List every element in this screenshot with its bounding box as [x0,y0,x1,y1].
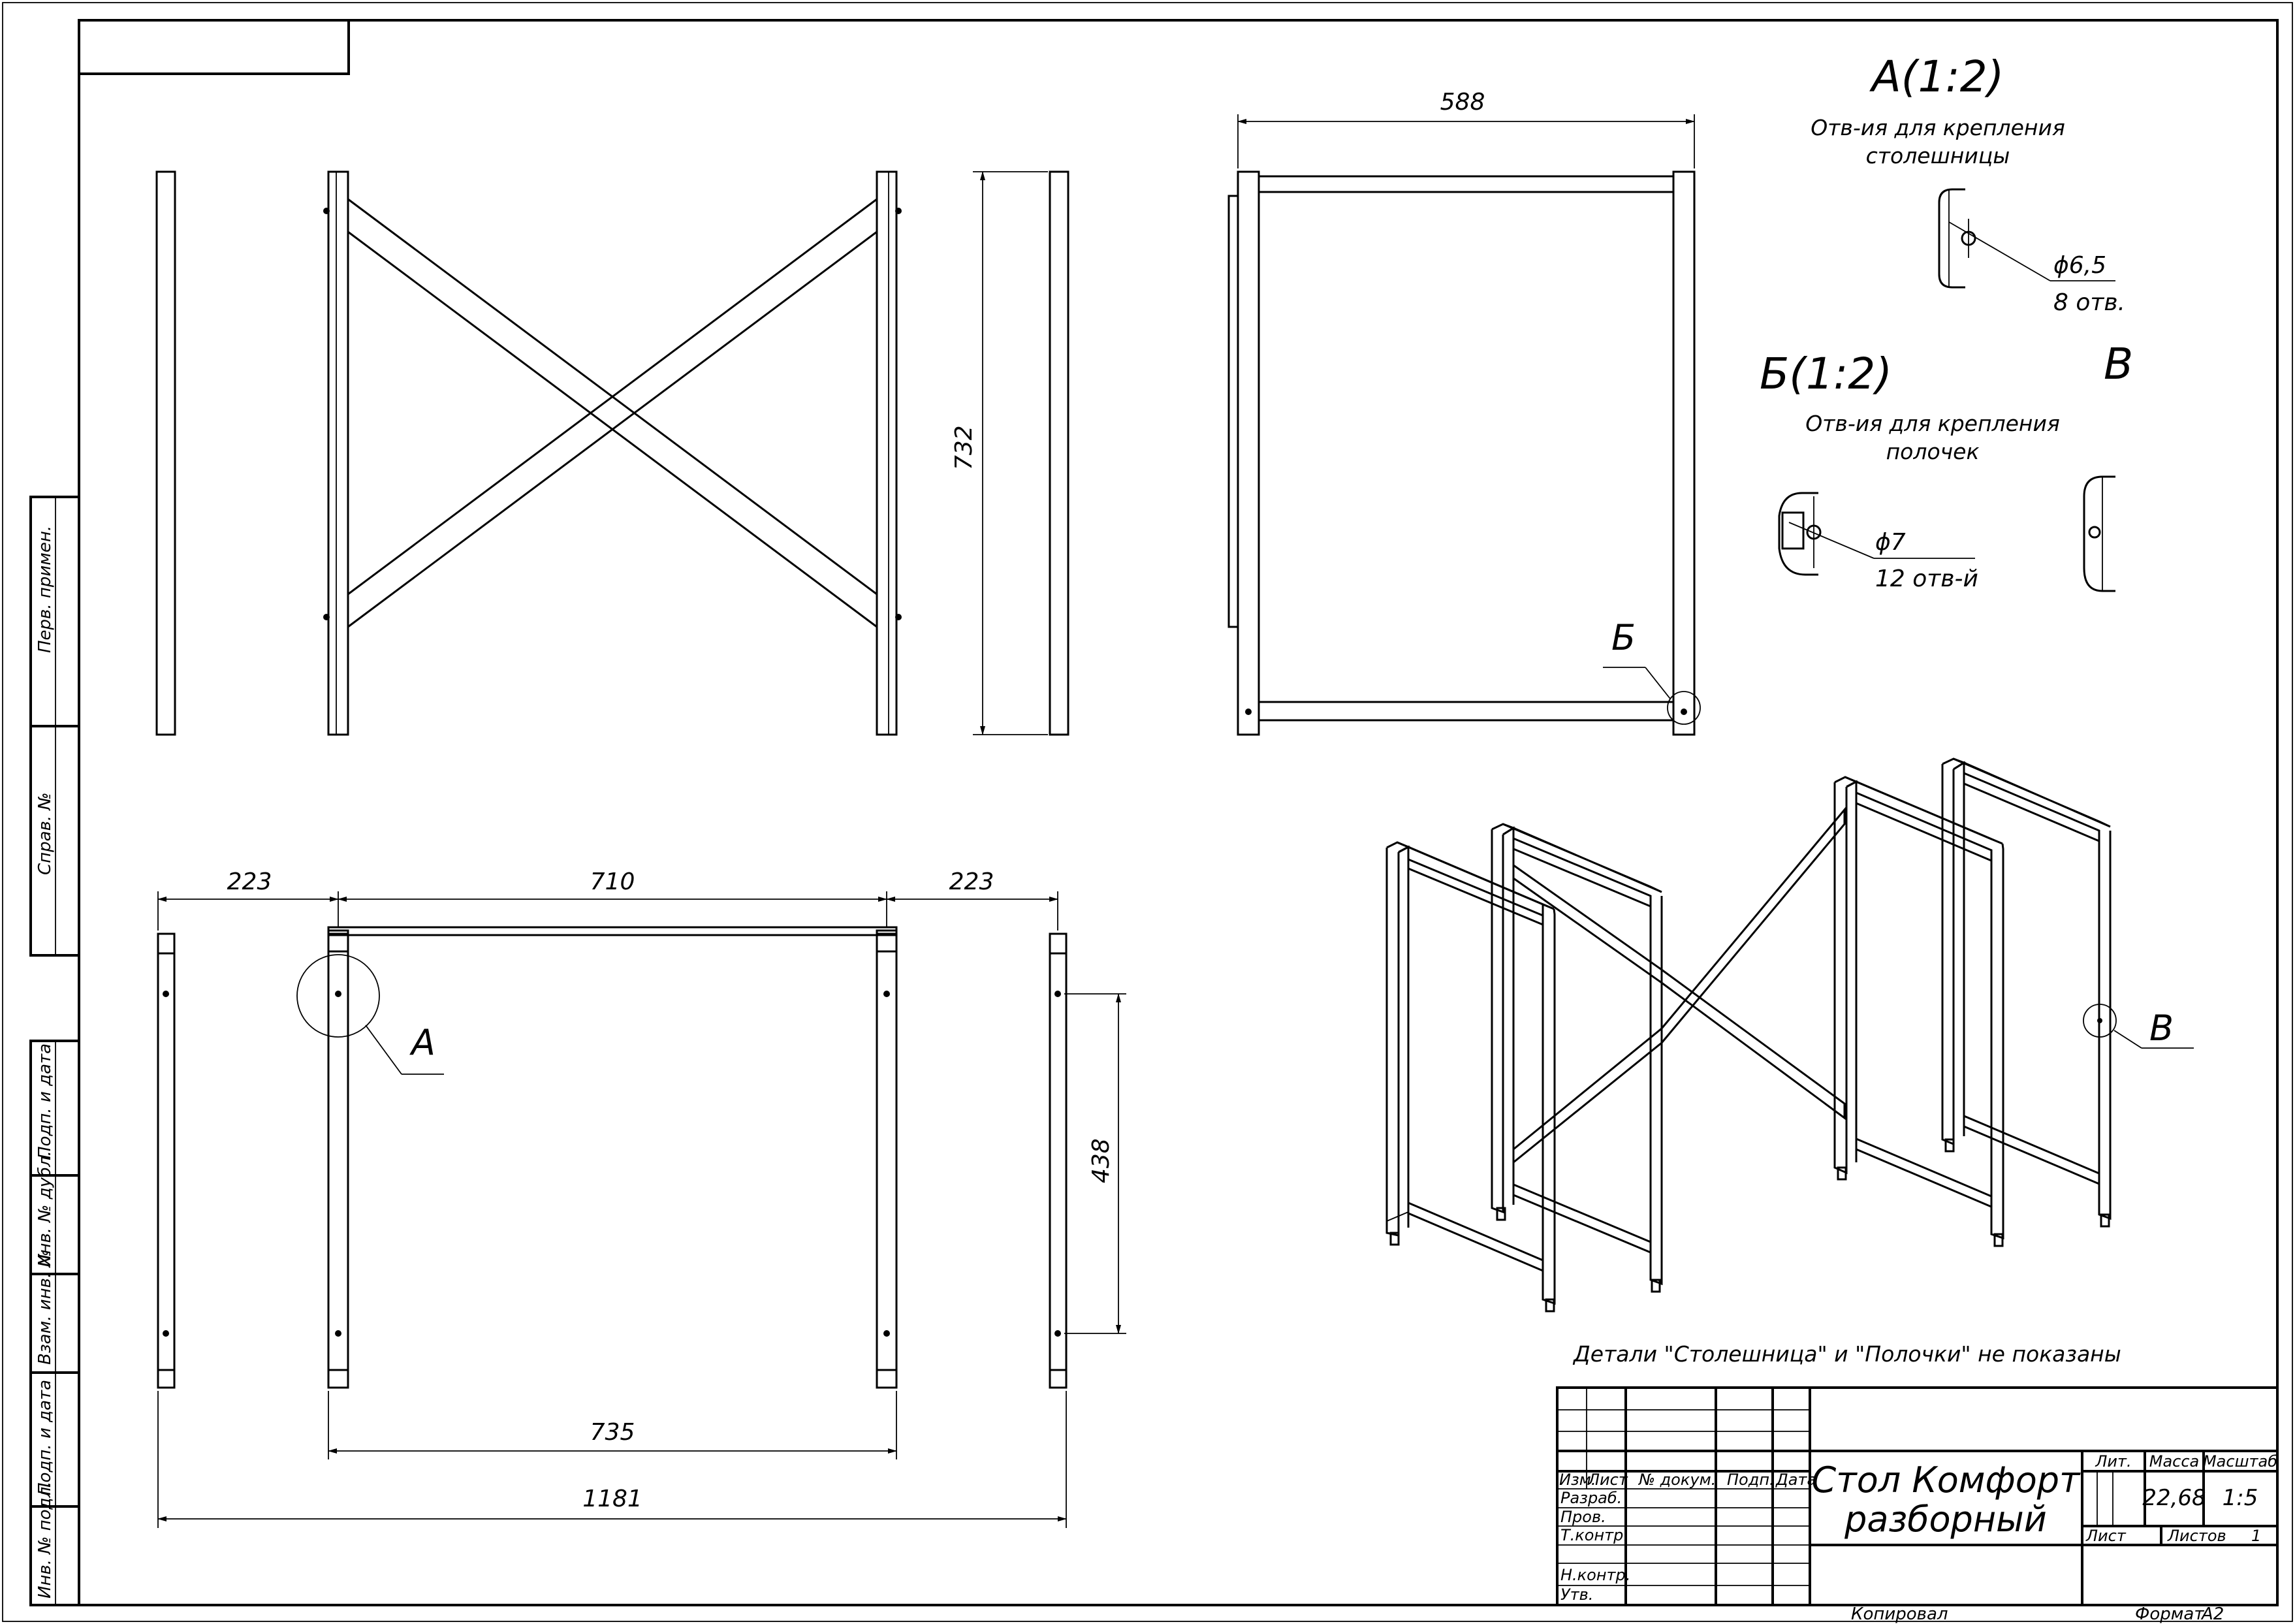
tb-col-izm: Изм. [1559,1471,1596,1489]
dim-leg-span: 735 [328,1391,897,1459]
top-view [157,926,1068,1389]
dim-height-label: 732 [951,425,977,470]
detail-b-caption-2: полочек [1886,439,1980,464]
format-label: Формат [2135,1604,2204,1624]
front-x-brace [347,198,878,628]
top-post-3 [876,932,898,1389]
top-post-1 [157,932,176,1389]
tb-sheet-label: Лист [2085,1527,2127,1545]
side-view [1227,170,1696,736]
dim-overall-label: 1181 [582,1486,642,1512]
callout-b: Б [1603,617,1701,725]
dim-middle-span: 710 [590,868,635,895]
side-bottom-rail [1258,701,1675,722]
tb-col-sign: Подп. [1727,1471,1775,1489]
stamp-inv-podl: Инв. № подл. [35,1482,55,1599]
dim-leg-span-label: 735 [590,1419,635,1446]
detail-a-caption-2: столешницы [1866,143,2010,168]
tb-row-razrab: Разраб. [1560,1489,1622,1507]
dim-overall: 1181 [157,1391,1067,1528]
detail-a-caption-1: Отв-ия для крепления [1811,115,2065,140]
callout-a-label: А [409,1022,435,1063]
tb-lit-label: Лит. [2095,1452,2131,1471]
stamp-inv-dubl: Инв. № дубл. [35,1151,55,1267]
dim-width-label: 588 [1440,89,1485,116]
detail-b-caption-1: Отв-ия для крепления [1805,411,2060,436]
detail-v-hole [2088,526,2101,539]
dim-width-588: 588 [1237,89,1695,168]
top-left-stamp [78,19,350,75]
side-mount-plate [1227,195,1239,628]
copied-label: Копировал [1851,1604,1948,1624]
dim-hole-spacing: 438 [1064,993,1126,1334]
stamp-podp-data-2: Подп. и дата [35,1380,55,1495]
dim-top-row: 223 710 223 [157,868,1058,931]
front-view [155,170,1069,736]
iso-frame-rear-left [1491,823,1663,1293]
detail-a: А(1:2) Отв-ия для крепления столешницы ϕ… [1811,52,2125,316]
tb-col-list: Лист [1587,1471,1628,1489]
isometric-view: В [1385,757,2194,1313]
detail-b-count: 12 отв-й [1875,565,1978,592]
tb-row-tkontr: Т.контр. [1560,1526,1628,1544]
iso-x-brace [1513,806,1846,1164]
tb-sheets-value: 1 [2251,1527,2261,1545]
dim-height-732: 732 [951,171,1048,735]
front-left-post [155,170,176,736]
tb-col-doc: № докум. [1638,1471,1716,1489]
detail-a-title: А(1:2) [1869,52,2004,102]
stamp-perv-primen: Перв. примен. [35,526,55,653]
tb-row-prov: Пров. [1560,1508,1606,1526]
detail-b-title: Б(1:2) [1760,349,1892,399]
detail-b: Б(1:2) Отв-ия для крепления полочек ϕ7 1… [1760,349,2060,592]
side-right-post [1672,170,1696,736]
top-post-2 [327,932,349,1389]
iso-frame-rear-right [1941,757,2112,1228]
dim-left-offset: 223 [227,868,272,895]
detail-a-count: 8 отв. [2053,289,2125,316]
callout-v-iso-label: В [2149,1008,2174,1049]
side-stamp-column [29,496,80,1606]
front-leg-right [876,170,898,736]
stamp-podp-data-1: Подп. и дата [35,1043,55,1159]
detail-b-diameter: ϕ7 [1875,529,1906,556]
front-leg-left [327,170,349,736]
iso-frame-front-right [1833,776,2004,1247]
top-post-4 [1049,932,1068,1389]
iso-frame-front-left [1385,841,1556,1313]
tb-product-name-2: разборный [1844,1499,2047,1540]
side-top-rail [1258,175,1675,193]
stamp-vzam-inv: Взам. инв. № [35,1249,55,1365]
detail-a-diameter: ϕ6,5 [2053,252,2106,279]
detail-v-title: В [2104,339,2133,389]
title-block: Изм. Лист № докум. Подп. Дата Разраб. Пр… [1556,1386,2279,1606]
tb-scale-value: 1:5 [2223,1485,2258,1511]
tb-col-date: Дата [1775,1471,1816,1489]
dim-hole-spacing-label: 438 [1088,1138,1115,1183]
stamp-sprav-no: Справ. № [35,793,55,875]
format-value: A2 [2200,1604,2224,1624]
callout-b-label: Б [1611,617,1636,658]
dim-right-offset: 223 [949,868,994,895]
tb-product-name-1: Стол Комфорт [1812,1459,2081,1501]
callout-a: А [296,954,444,1075]
top-rail [327,926,898,936]
front-right-post [1049,170,1069,736]
drawing-note: Детали "Столешница" и "Полочки" не показ… [1572,1341,2121,1367]
tb-scale-label: Масштаб [2203,1452,2277,1471]
tb-mass-label: Масса [2149,1452,2200,1471]
side-left-post [1237,170,1260,736]
tb-row-nkontr: Н.контр. [1560,1566,1630,1584]
tb-row-utv: Утв. [1560,1585,1593,1604]
detail-v: В [2083,339,2133,592]
tb-mass-value: 22,68 [2142,1485,2206,1511]
tb-sheets-label: Листов [2167,1527,2226,1545]
